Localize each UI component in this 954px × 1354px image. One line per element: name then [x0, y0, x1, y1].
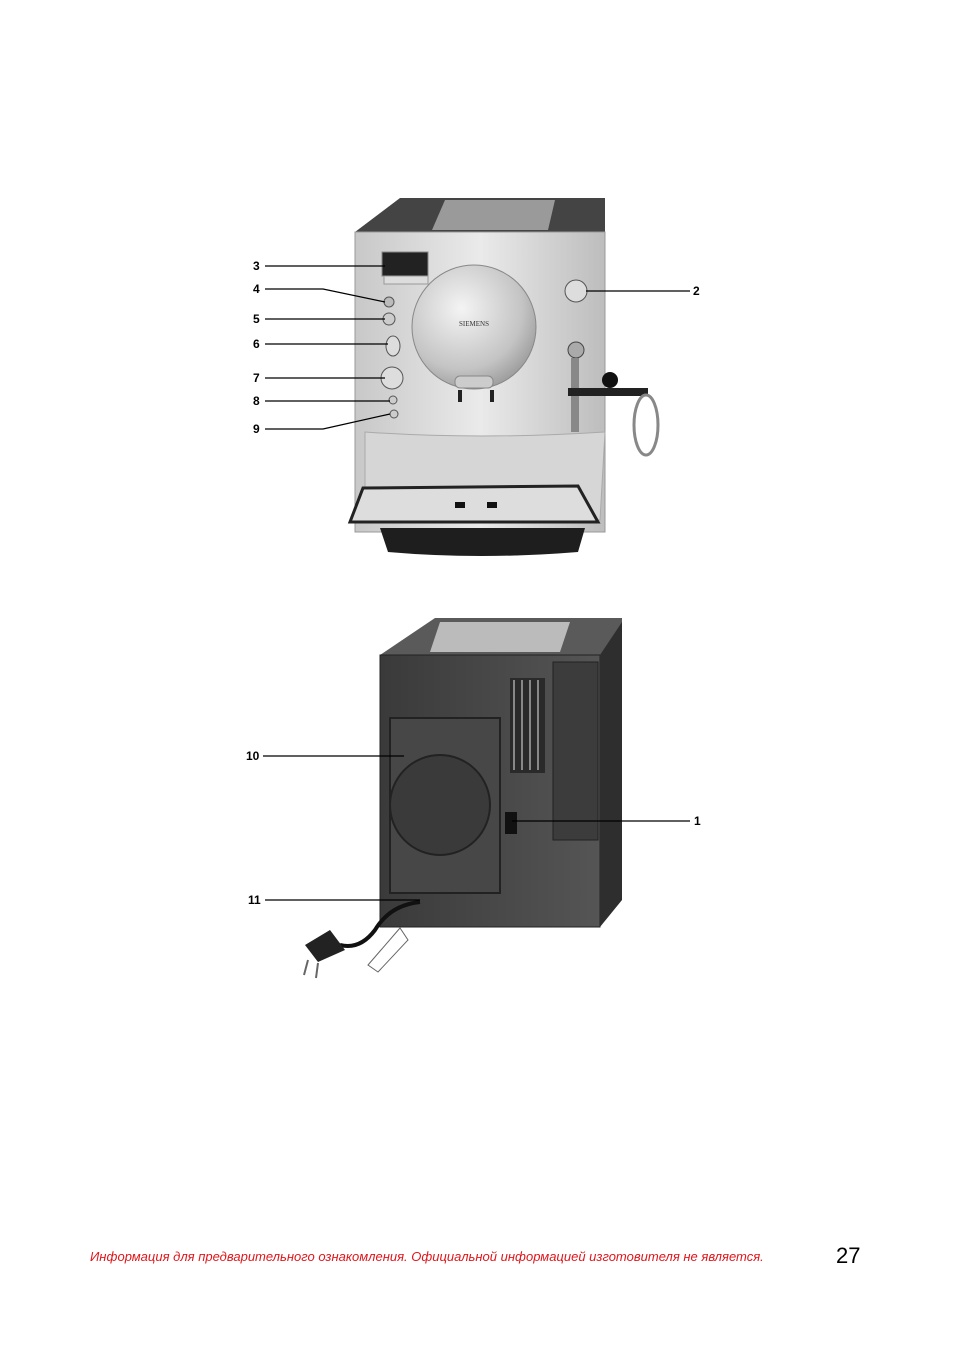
callout-2: 2 — [693, 284, 700, 298]
callout-6: 6 — [253, 337, 260, 351]
callout-3: 3 — [253, 259, 260, 273]
siemens-logo: SIEMENS — [459, 320, 489, 328]
callout-9: 9 — [253, 422, 260, 436]
callout-10: 10 — [246, 749, 260, 763]
callout-8: 8 — [253, 394, 260, 408]
callout-5: 5 — [253, 312, 260, 326]
footer-disclaimer: Информация для предварительного ознакомл… — [90, 1249, 764, 1264]
callout-11: 11 — [248, 893, 261, 907]
page-number: 27 — [836, 1243, 861, 1268]
callout-1: 1 — [694, 814, 701, 828]
callout-7: 7 — [253, 371, 260, 385]
callout-4: 4 — [253, 282, 260, 296]
